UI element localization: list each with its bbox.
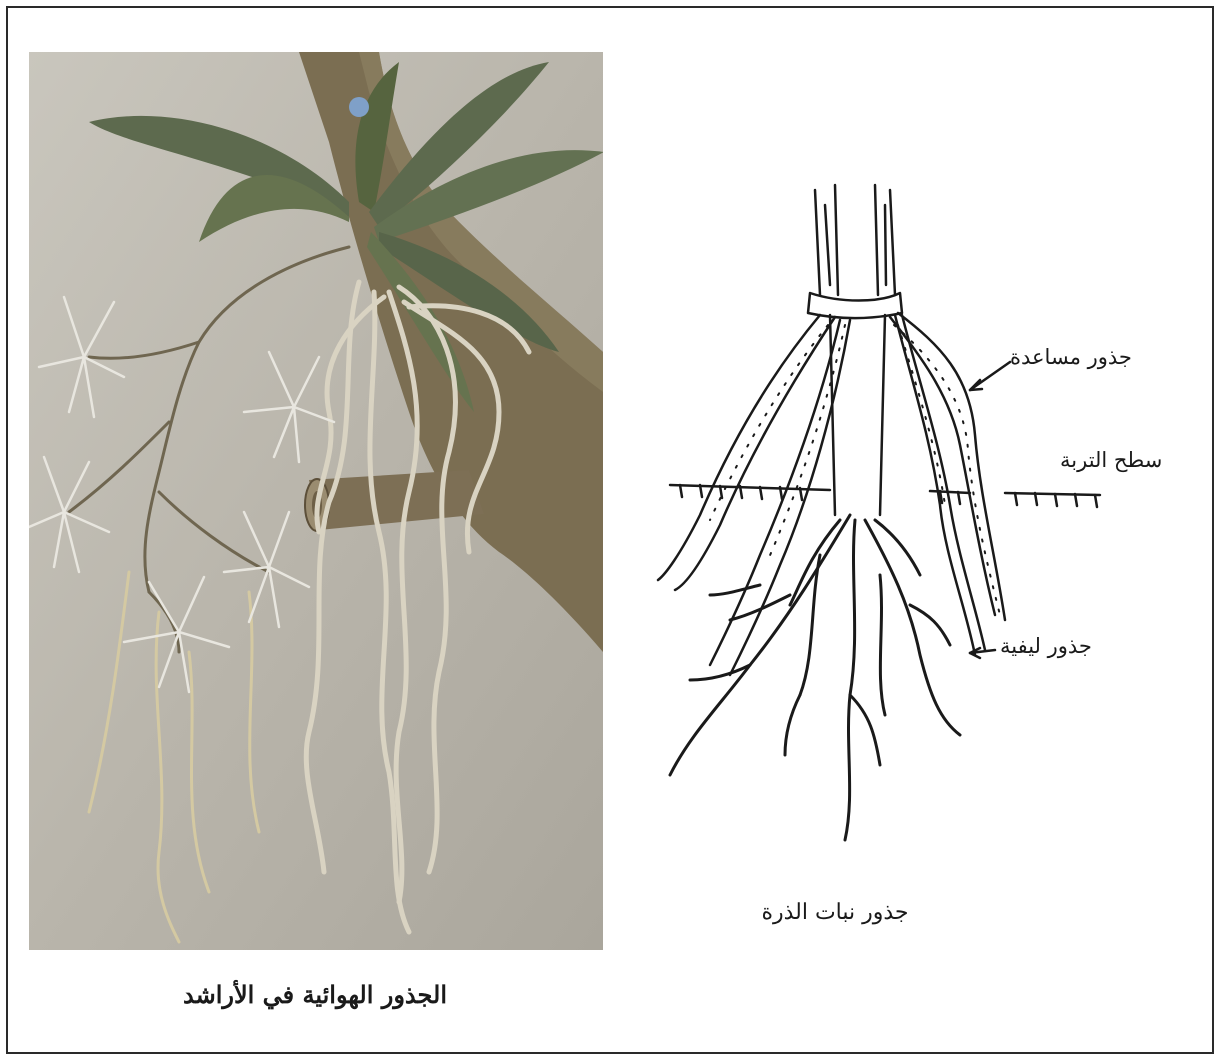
caption-aerial-roots: الجذور الهوائية في الأراشد xyxy=(170,980,460,1009)
label-soil-surface: سطح التربة xyxy=(1060,448,1162,472)
adventitious-roots-arrow xyxy=(970,362,1010,390)
blue-flower xyxy=(349,97,369,117)
fibrous-roots xyxy=(670,515,960,840)
soil-surface-line xyxy=(670,485,1100,507)
label-fibrous-roots: جذور ليفية xyxy=(1000,634,1092,658)
maize-roots-diagram xyxy=(640,175,1160,875)
caption-maize-roots: جذور نبات الذرة xyxy=(735,900,935,925)
label-adventitious-roots: جذور مساعدة xyxy=(1010,345,1132,369)
orchid-aerial-roots-illustration xyxy=(29,52,603,950)
lower-stalk xyxy=(830,315,885,515)
stem-node xyxy=(808,293,902,318)
stalks xyxy=(815,185,895,295)
